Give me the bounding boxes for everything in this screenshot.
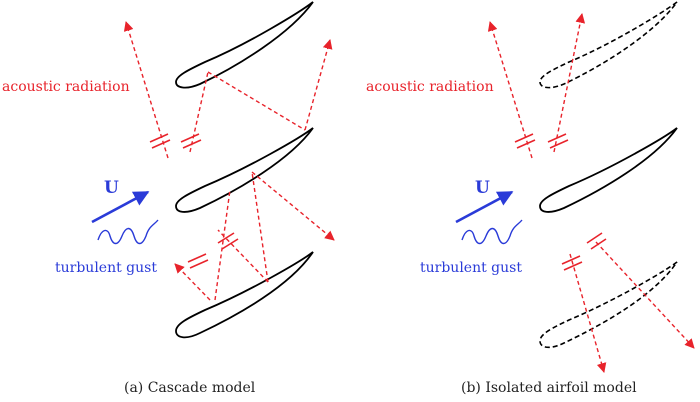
cascade-ray-c <box>304 39 333 131</box>
cascade-ray-upper-left <box>123 21 169 159</box>
cascade-ray-f <box>251 171 269 283</box>
isolated-break-4 <box>586 232 607 250</box>
isolated-ghost-airfoil-bottom <box>539 261 678 349</box>
cascade-ray-d <box>214 189 231 301</box>
isolated-ray-1 <box>487 21 533 159</box>
isolated-gust-wave-icon <box>461 219 523 245</box>
isolated-velocity-label: U <box>475 178 490 198</box>
cascade-panel: U turbulent gust acoustic radiation (a) … <box>2 1 335 396</box>
cascade-ray-g <box>251 171 335 241</box>
cascade-velocity-arrow <box>91 190 150 224</box>
cascade-airfoil-top <box>175 1 314 89</box>
cascade-break-1 <box>149 133 171 149</box>
cascade-break-3 <box>187 253 209 269</box>
cascade-break-4 <box>217 232 239 250</box>
isolated-ray-4 <box>595 241 695 349</box>
cascade-ray-b <box>207 71 306 131</box>
isolated-acoustic-label: acoustic radiation <box>366 79 494 95</box>
cascade-airfoil-middle <box>175 127 314 213</box>
cascade-airfoil-bottom <box>175 251 314 339</box>
isolated-gust-label: turbulent gust <box>420 260 522 276</box>
cascade-acoustic-label: acoustic radiation <box>2 79 130 95</box>
isolated-ghost-airfoil-top <box>539 1 678 89</box>
isolated-caption: (b) Isolated airfoil model <box>461 380 637 396</box>
cascade-caption: (a) Cascade model <box>124 380 256 396</box>
isolated-velocity-arrow <box>455 190 514 224</box>
isolated-break-2 <box>547 133 569 149</box>
cascade-gust-wave-icon <box>97 219 159 245</box>
cascade-ray-e <box>174 263 211 301</box>
cascade-break-2 <box>180 133 202 149</box>
cascade-gust-label: turbulent gust <box>55 260 157 276</box>
isolated-ray-3 <box>569 253 607 373</box>
isolated-airfoil <box>539 127 678 213</box>
cascade-ray-h <box>217 229 269 283</box>
isolated-break-1 <box>514 133 536 149</box>
isolated-ray-2 <box>553 13 586 153</box>
cascade-velocity-label: U <box>104 178 119 198</box>
isolated-panel: U turbulent gust acoustic radiation (b) … <box>366 1 695 396</box>
isolated-break-3 <box>561 255 583 271</box>
